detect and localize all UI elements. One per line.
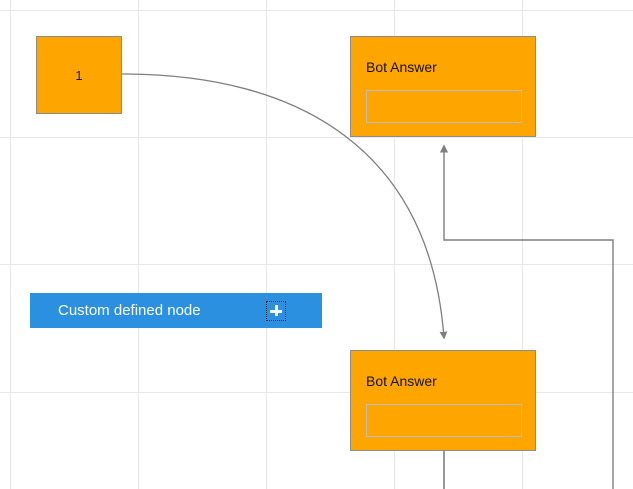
node-1[interactable]: 1 [36,36,122,114]
node-bot-answer-bottom-slot[interactable] [366,404,522,437]
node-bot-answer-bottom[interactable]: Bot Answer [350,350,536,451]
edge-orthogonal-to-bot-top[interactable] [439,144,614,489]
node-bot-answer-top[interactable]: Bot Answer [350,36,536,137]
node-bot-answer-top-slot[interactable] [366,90,522,123]
edge-curve-node1-to-bot-bottom[interactable] [121,73,448,340]
node-1-label: 1 [75,67,83,83]
node-bot-answer-bottom-title: Bot Answer [366,373,437,389]
plus-icon[interactable] [266,300,286,321]
custom-defined-node-label: Custom defined node [58,302,201,319]
custom-defined-node-bar[interactable]: Custom defined node [30,293,322,328]
node-bot-answer-top-title: Bot Answer [366,59,437,75]
